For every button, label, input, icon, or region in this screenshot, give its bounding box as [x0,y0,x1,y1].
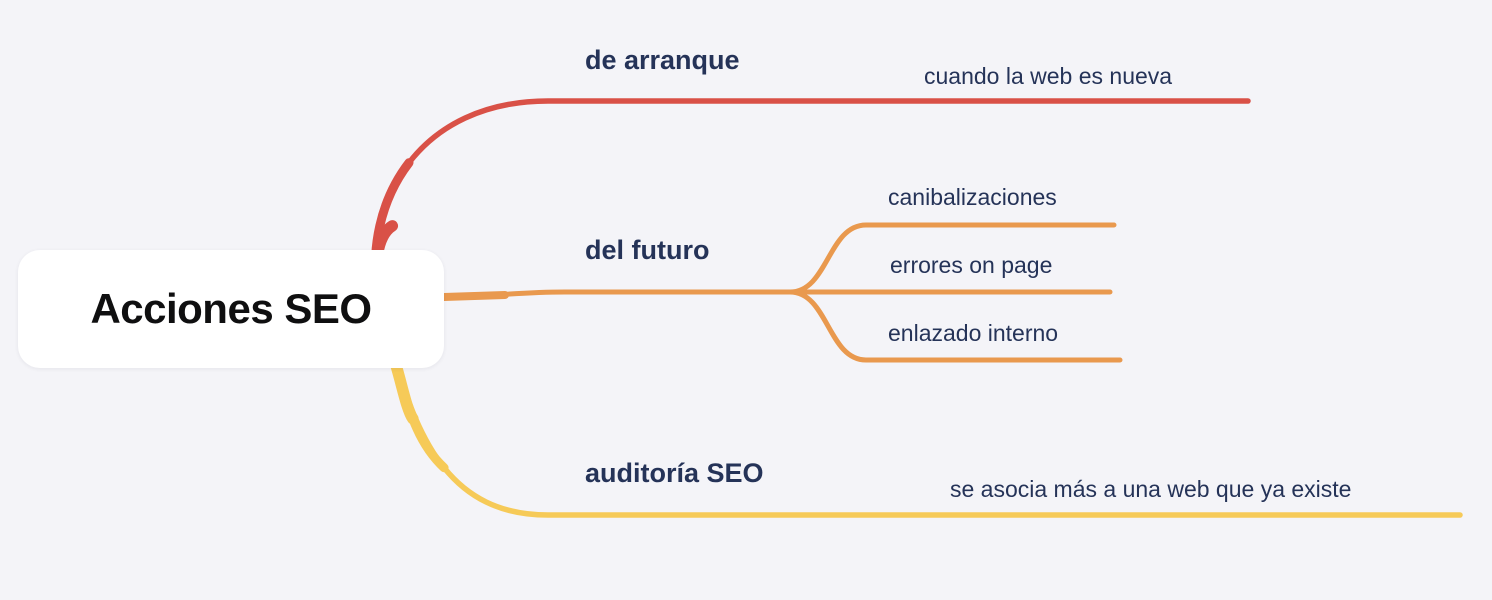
root-node[interactable]: Acciones SEO [18,250,444,368]
branch-node-de-arranque[interactable]: de arranque [585,45,740,75]
root-node-label: Acciones SEO [90,285,372,332]
child-node-se-asocia-mas-a-una-web[interactable]: se asocia más a una web que ya existe [950,476,1352,502]
branch-line-auditoria-seo-taper-thick [389,356,419,425]
child-node-canibalizaciones[interactable]: canibalizaciones [888,184,1057,210]
child-node-enlazado-interno[interactable]: enlazado interno [888,320,1059,346]
branch-line-de-arranque [372,98,1251,301]
branch-line-del-futuro [441,289,793,300]
branch-line-auditoria-seo-taper [390,357,449,473]
branch-node-del-futuro[interactable]: del futuro [585,235,710,265]
branch-line-del-futuro-taper [440,291,509,301]
child-node-errores-on-page[interactable]: errores on page [890,252,1053,278]
branch-node-auditoria-seo[interactable]: auditoría SEO [585,458,764,488]
child-node-cuando-la-web-es-nueva[interactable]: cuando la web es nueva [924,63,1173,89]
